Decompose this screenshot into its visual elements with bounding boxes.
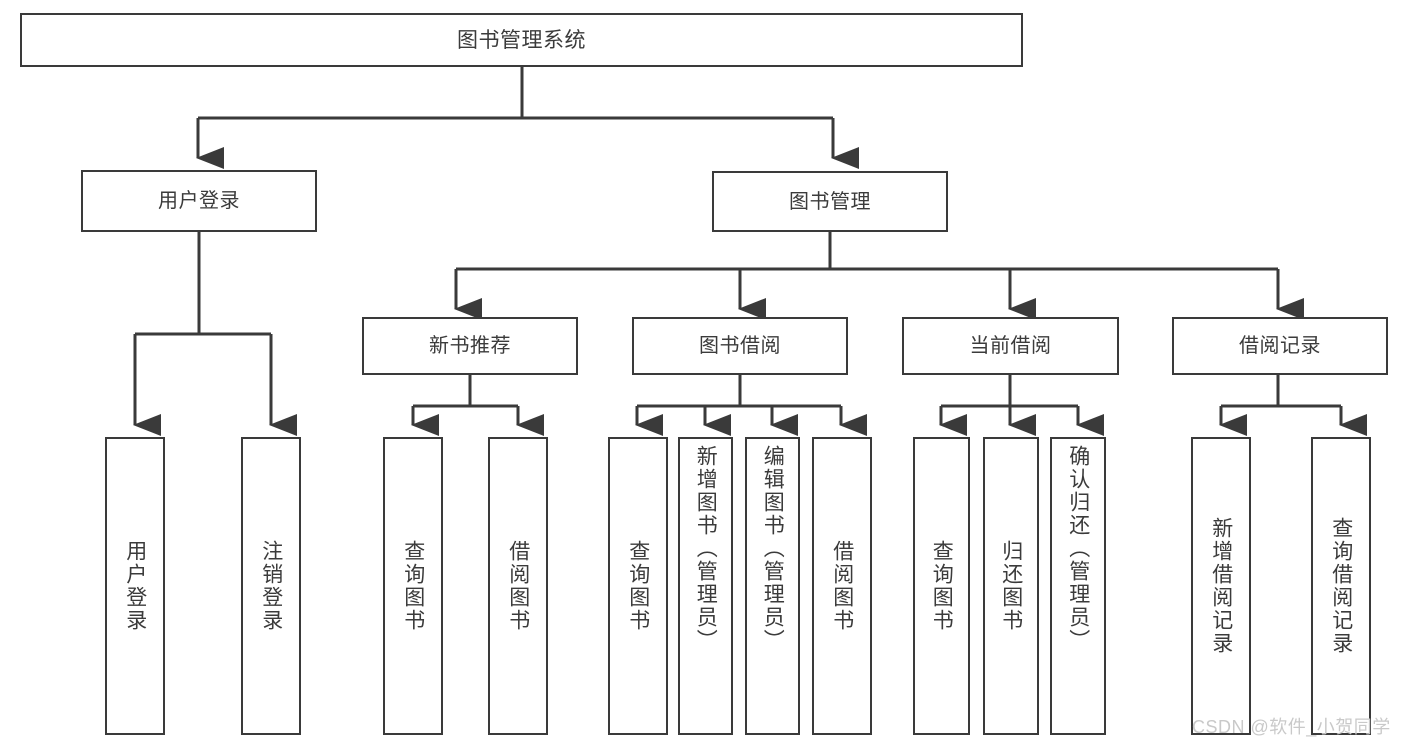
node-book-borrow[interactable]: 图书借阅 (632, 317, 848, 375)
leaf-current-borrow-return-book[interactable]: 归还图书 (983, 437, 1039, 735)
node-label: 确认归还（管理员） (1066, 445, 1090, 652)
node-label: 借阅图书 (506, 540, 530, 632)
node-label: 查询图书 (626, 540, 650, 632)
leaf-new-book-query-book[interactable]: 查询图书 (383, 437, 443, 735)
leaf-borrow-record-query-record[interactable]: 查询借阅记录 (1311, 437, 1371, 735)
node-label: 用户登录 (158, 190, 240, 212)
node-label: 图书管理 (789, 190, 871, 213)
node-label: 新书推荐 (429, 335, 511, 357)
node-borrow-record[interactable]: 借阅记录 (1172, 317, 1388, 375)
node-label: 注销登录 (259, 540, 283, 632)
node-label: 归还图书 (999, 540, 1023, 632)
leaf-new-book-borrow-book[interactable]: 借阅图书 (488, 437, 548, 735)
node-book-management[interactable]: 图书管理 (712, 171, 948, 232)
node-label: 当前借阅 (969, 335, 1052, 357)
node-label: 图书管理系统 (457, 28, 586, 52)
node-label: 借阅记录 (1239, 335, 1321, 357)
leaf-book-borrow-edit-book-admin[interactable]: 编辑图书（管理员） (745, 437, 800, 735)
leaf-borrow-record-add-record[interactable]: 新增借阅记录 (1191, 437, 1251, 735)
node-label: 编辑图书（管理员） (761, 445, 785, 652)
node-label: 查询图书 (401, 540, 425, 632)
node-new-book-recommend[interactable]: 新书推荐 (362, 317, 578, 375)
node-label: 新增借阅记录 (1209, 517, 1233, 655)
node-label: 图书借阅 (699, 335, 781, 357)
leaf-book-borrow-add-book-admin[interactable]: 新增图书（管理员） (678, 437, 733, 735)
node-label: 查询借阅记录 (1329, 517, 1353, 655)
node-user-login[interactable]: 用户登录 (81, 170, 317, 232)
node-label: 新增图书（管理员） (694, 445, 718, 652)
watermark: CSDN @软件_小贺同学 (1192, 717, 1391, 737)
leaf-current-borrow-confirm-return-admin[interactable]: 确认归还（管理员） (1050, 437, 1106, 735)
leaf-current-borrow-query-book[interactable]: 查询图书 (913, 437, 970, 735)
node-root-system[interactable]: 图书管理系统 (20, 13, 1023, 67)
node-label: 查询图书 (930, 540, 954, 632)
leaf-book-borrow-borrow-book[interactable]: 借阅图书 (812, 437, 872, 735)
node-current-borrow[interactable]: 当前借阅 (902, 317, 1119, 375)
leaf-book-borrow-query-book[interactable]: 查询图书 (608, 437, 668, 735)
node-label: 借阅图书 (830, 540, 854, 632)
node-label: 用户登录 (123, 540, 147, 632)
leaf-user-login-logout[interactable]: 注销登录 (241, 437, 301, 735)
leaf-user-login-login[interactable]: 用户登录 (105, 437, 165, 735)
